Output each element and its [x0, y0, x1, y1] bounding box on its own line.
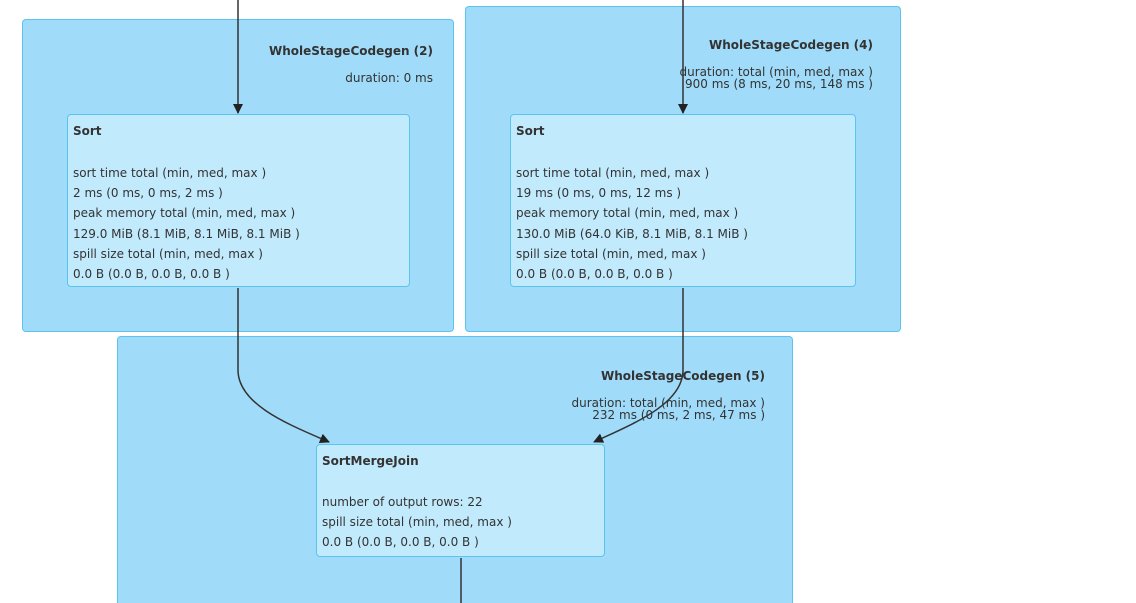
node-title: Sort	[73, 124, 102, 138]
cluster-title: WholeStageCodegen (5)	[600, 369, 765, 383]
duration-line: 232 ms (0 ms, 2 ms, 47 ms )	[592, 408, 765, 422]
cluster-duration: duration: total (min, med, max ) 232 ms …	[571, 397, 765, 421]
node-metrics: number of output rows: 22 spill size tot…	[322, 492, 512, 553]
metric-line: spill size total (min, med, max )	[322, 515, 512, 530]
node-title: Sort	[516, 124, 545, 138]
cluster-duration: duration: total (min, med, max ) 900 ms …	[679, 66, 873, 90]
metric-line: 0.0 B (0.0 B, 0.0 B, 0.0 B )	[516, 266, 673, 281]
metric-line: spill size total (min, med, max )	[516, 246, 706, 261]
duration-line: 900 ms (8 ms, 20 ms, 148 ms )	[685, 77, 873, 91]
duration-line: duration: total (min, med, max )	[679, 65, 873, 79]
node-metrics: sort time total (min, med, max ) 2 ms (0…	[73, 163, 300, 284]
cluster-title: WholeStageCodegen (2)	[268, 44, 433, 58]
duration-line: duration: 0 ms	[345, 71, 433, 85]
metric-line: peak memory total (min, med, max )	[516, 206, 739, 221]
node-sort-left[interactable]: Sort sort time total (min, med, max ) 2 …	[67, 114, 410, 287]
metric-line: spill size total (min, med, max )	[73, 246, 263, 261]
cluster-duration: duration: 0 ms	[345, 72, 433, 84]
metric-line: 129.0 MiB (8.1 MiB, 8.1 MiB, 8.1 MiB )	[73, 226, 300, 241]
metric-line: peak memory total (min, med, max )	[73, 206, 296, 221]
node-title: SortMergeJoin	[322, 454, 419, 468]
metric-line: 0.0 B (0.0 B, 0.0 B, 0.0 B )	[322, 535, 479, 550]
metric-line: number of output rows: 22	[322, 495, 483, 509]
node-sortmergejoin[interactable]: SortMergeJoin number of output rows: 22 …	[316, 444, 605, 557]
node-sort-right[interactable]: Sort sort time total (min, med, max ) 19…	[510, 114, 856, 287]
metric-line: sort time total (min, med, max )	[73, 166, 267, 180]
node-metrics: sort time total (min, med, max ) 19 ms (…	[516, 163, 748, 284]
metric-line: 19 ms (0 ms, 0 ms, 12 ms )	[516, 186, 682, 201]
cluster-title: WholeStageCodegen (4)	[708, 38, 873, 52]
metric-line: 0.0 B (0.0 B, 0.0 B, 0.0 B )	[73, 266, 230, 281]
metric-line: 2 ms (0 ms, 0 ms, 2 ms )	[73, 186, 223, 201]
metric-line: 130.0 MiB (64.0 KiB, 8.1 MiB, 8.1 MiB )	[516, 226, 748, 241]
metric-line: sort time total (min, med, max )	[516, 166, 710, 180]
